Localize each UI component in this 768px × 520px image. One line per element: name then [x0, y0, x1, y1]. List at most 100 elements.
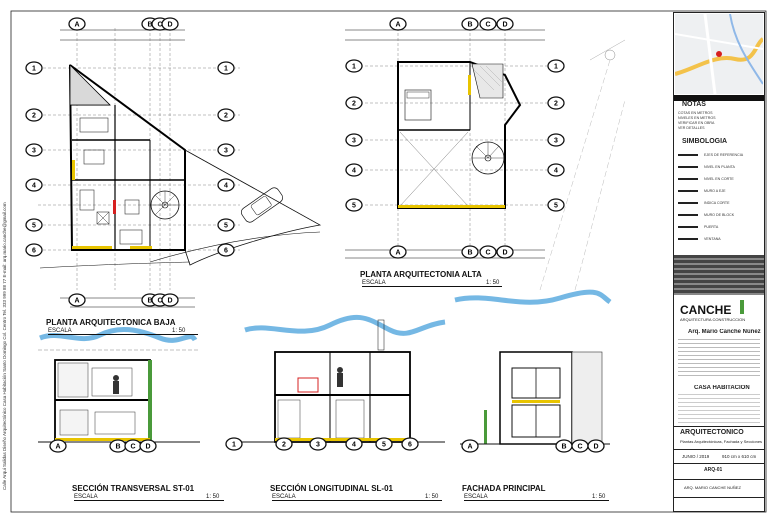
axis-bubble-column: C — [479, 245, 497, 259]
firm-logo: CANCHE — [680, 303, 732, 317]
axis-bubble-row: 6 — [401, 437, 419, 451]
nota-item: COTAS EN METROS — [678, 111, 713, 115]
svg-text:C: C — [157, 298, 162, 305]
svg-text:D: D — [502, 250, 507, 257]
sheet-border — [10, 10, 767, 513]
simbologia-symbol-icon — [678, 214, 698, 216]
simbologia-item: PUERTA — [678, 221, 762, 233]
axis-bubble-row: 2 — [345, 96, 363, 110]
svg-text:4: 4 — [352, 442, 356, 449]
svg-text:5: 5 — [554, 203, 558, 210]
simbologia-symbol-icon — [678, 154, 698, 156]
svg-text:C: C — [157, 22, 162, 29]
nota-item: VER DETALLES — [678, 126, 705, 130]
axis-bubble-column: D — [161, 17, 179, 31]
architect-name: Arq. Mario Canche Núñez — [688, 329, 761, 335]
svg-text:A: A — [55, 444, 60, 451]
simbologia-label: NIVEL EN PLANTA — [704, 165, 735, 169]
svg-text:1: 1 — [32, 66, 36, 73]
scale-bar — [48, 334, 198, 335]
svg-text:D: D — [167, 298, 172, 305]
svg-text:3: 3 — [32, 148, 36, 155]
simbologia-symbol-icon — [678, 238, 698, 240]
axis-bubble-row: 4 — [217, 178, 235, 192]
svg-text:C: C — [577, 444, 582, 451]
svg-text:D: D — [502, 22, 507, 29]
location-pin-icon — [716, 51, 722, 57]
plan-subtitle: Plantas Arquitectónicas, Fachada y Secci… — [680, 439, 763, 444]
simbologia-label: MURO DE BLOCK — [704, 213, 735, 217]
svg-text:B: B — [147, 22, 152, 29]
simbologia-symbol-icon — [678, 178, 698, 180]
ratio-fachada: 1: 50 — [592, 494, 606, 500]
svg-text:4: 4 — [554, 168, 558, 175]
axis-bubble-row: 3 — [547, 133, 565, 147]
svg-text:A: A — [395, 250, 400, 257]
svg-text:C: C — [485, 22, 490, 29]
title-seccion-transversal: SECCIÓN TRANSVERSAL ST-01 — [72, 484, 195, 493]
simbologia-heading: SIMBOLOGIA — [682, 138, 728, 145]
sheet-size: 910 cm x 610 cm — [722, 454, 757, 459]
axis-bubble-row: 1 — [225, 437, 243, 451]
axis-bubble-column: A — [389, 17, 407, 31]
location-map — [675, 14, 763, 94]
ratio-seccion-longitudinal: 1: 50 — [425, 494, 439, 500]
svg-text:D: D — [167, 22, 172, 29]
escala-fachada: ESCALA — [464, 494, 488, 500]
axis-bubble-row: 1 — [217, 61, 235, 75]
svg-text:B: B — [467, 22, 472, 29]
axis-bubble-column: B — [461, 17, 479, 31]
svg-text:A: A — [467, 444, 472, 451]
title-seccion-longitudinal: SECCIÓN LONGITUDINAL SL-01 — [270, 484, 393, 493]
svg-text:3: 3 — [554, 138, 558, 145]
simbologia-label: VENTANA — [704, 237, 721, 241]
axis-bubble-column: B — [461, 245, 479, 259]
ratio-planta-alta: 1: 50 — [486, 280, 500, 286]
project-details — [678, 394, 760, 424]
simbologia-label: INDICA CORTE — [704, 201, 730, 205]
axis-bubble-row: 4 — [345, 163, 363, 177]
svg-text:6: 6 — [408, 442, 412, 449]
axis-bubble-column: A — [68, 17, 86, 31]
axis-bubble-column: A — [389, 245, 407, 259]
axis-bubble-column: C — [479, 17, 497, 31]
simbologia-label: PUERTA — [704, 225, 719, 229]
axis-bubble-row: 4 — [345, 437, 363, 451]
project-heading: CASA HABITACION — [694, 385, 750, 391]
escala-seccion-longitudinal: ESCALA — [272, 494, 296, 500]
axis-bubble-row: 3 — [217, 143, 235, 157]
simbologia-symbol-icon — [678, 202, 698, 204]
axis-bubble-column: A — [49, 439, 67, 453]
svg-text:B: B — [147, 298, 152, 305]
axis-bubble-column: A — [68, 293, 86, 307]
simbologia-item: NIVEL EN CORTE — [678, 173, 762, 185]
axis-bubble-column: B — [555, 439, 573, 453]
side-contact-text: Calle Arqui Salidas Diseño Arquitectónic… — [2, 202, 7, 490]
axis-bubble-row: 2 — [547, 96, 565, 110]
notas-heading: NOTAS — [682, 101, 706, 108]
title-fachada: FACHADA PRINCIPAL — [462, 484, 546, 493]
axis-bubble-row: 1 — [547, 59, 565, 73]
ratio-seccion-transversal: 1: 50 — [206, 494, 220, 500]
svg-text:5: 5 — [352, 203, 356, 210]
scale-bar — [362, 286, 502, 287]
svg-text:6: 6 — [32, 248, 36, 255]
svg-text:2: 2 — [224, 113, 228, 120]
axis-bubble-column: D — [496, 17, 514, 31]
firm-subtitle: ARQUITECTURA CONSTRUCCION — [680, 317, 746, 322]
svg-text:D: D — [593, 444, 598, 451]
svg-text:3: 3 — [224, 148, 228, 155]
axis-bubble-column: D — [587, 439, 605, 453]
simbologia-item: NIVEL EN PLANTA — [678, 161, 762, 173]
axis-bubble-row: 5 — [345, 198, 363, 212]
escala-planta-baja: ESCALA — [48, 328, 72, 334]
drawn-by: ARQ. MARIO CANCHE NUÑEZ — [684, 485, 741, 490]
axis-bubble-column: A — [461, 439, 479, 453]
svg-text:5: 5 — [382, 442, 386, 449]
date-value: JUNIO / 2019 — [682, 454, 710, 459]
svg-text:2: 2 — [554, 101, 558, 108]
axis-bubble-row: 3 — [25, 143, 43, 157]
axis-bubble-row: 5 — [375, 437, 393, 451]
